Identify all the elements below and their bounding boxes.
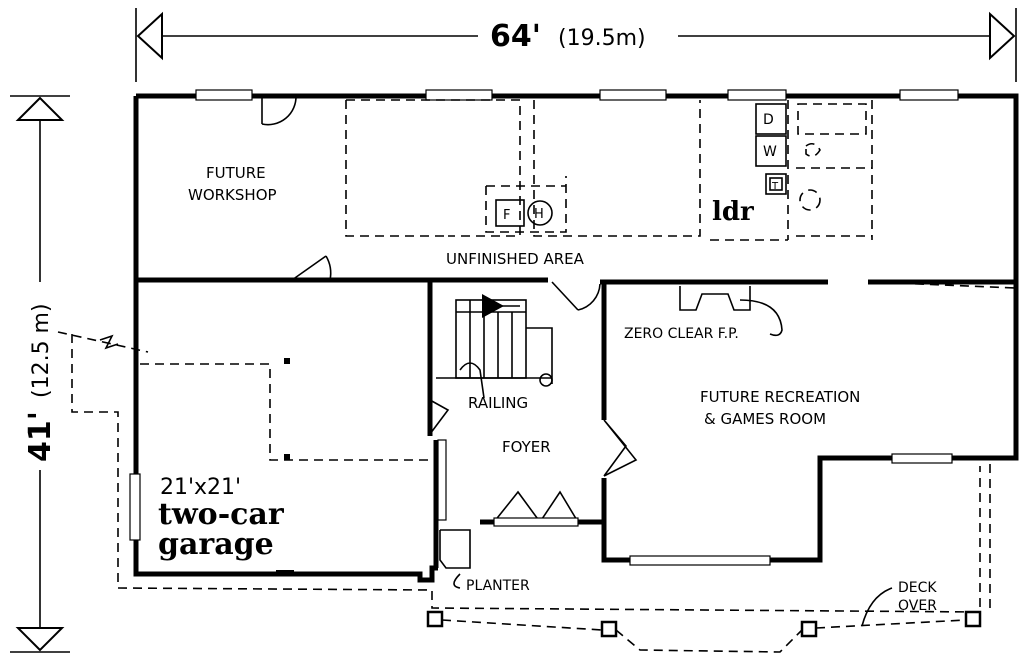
garage-label-line1: two-car	[158, 497, 285, 532]
width-label: 64'	[490, 19, 541, 54]
dryer-letter: D	[763, 112, 774, 128]
workshop-label-line1: FUTURE	[206, 164, 266, 182]
depth-metric-label: (12.5 m)	[29, 303, 54, 398]
garage-label-line2: garage	[158, 527, 274, 562]
railing-label: RAILING	[468, 394, 528, 412]
foyer-label: FOYER	[502, 438, 551, 456]
staircase	[436, 294, 553, 399]
arrowhead-left-icon	[136, 11, 163, 61]
arrowhead-top-icon	[15, 96, 65, 121]
washer-letter: W	[763, 144, 777, 160]
windows	[129, 89, 959, 566]
laundry-label: ldr	[712, 197, 754, 227]
recreation-label-line2: & GAMES ROOM	[704, 410, 826, 428]
deck-label-line2: OVER	[898, 598, 937, 614]
planter-label: PLANTER	[466, 578, 530, 594]
recreation-label-line1: FUTURE RECREATION	[700, 388, 860, 406]
doors	[261, 95, 638, 527]
room-labels: FUTURE WORKSHOP UNFINISHED AREA ldr ZERO…	[158, 164, 937, 614]
heater-letter: H	[534, 207, 544, 222]
fireplace	[679, 286, 783, 337]
garage-size-label: 21'x21'	[160, 475, 241, 500]
dashed-partitions	[57, 99, 1017, 613]
planter	[439, 529, 471, 589]
width-dimension: 64' (19.5m)	[135, 8, 1017, 82]
width-metric-label: (19.5m)	[558, 26, 646, 51]
furnace-letter: F	[503, 208, 510, 223]
depth-dimension: 41' (12.5 m)	[10, 95, 70, 653]
tub-letter: T	[771, 181, 779, 192]
unfinished-area-label: UNFINISHED AREA	[446, 250, 585, 268]
deck-posts	[426, 610, 982, 653]
deck-label-line1: DECK	[898, 580, 937, 596]
mechanical-equipment: F H	[495, 199, 553, 227]
laundry-appliances: D W T	[755, 103, 867, 211]
zero-clear-fp-label: ZERO CLEAR F.P.	[624, 326, 739, 342]
depth-label: 41'	[23, 411, 58, 462]
exterior-walls	[133, 93, 1019, 583]
workshop-label-line2: WORKSHOP	[188, 186, 277, 204]
arrowhead-right-icon	[989, 11, 1016, 61]
arrowhead-bottom-icon	[15, 627, 65, 652]
